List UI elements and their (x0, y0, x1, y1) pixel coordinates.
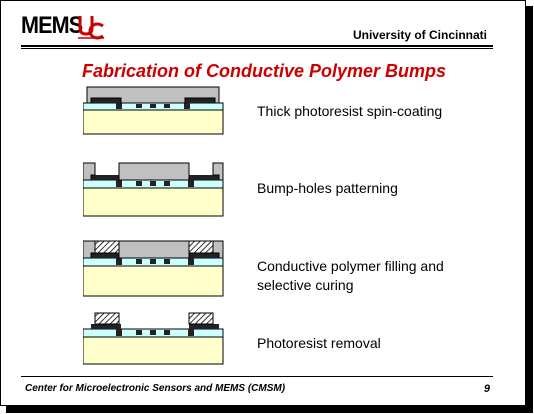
header-rule (21, 45, 493, 47)
uc-logo-icon (77, 14, 105, 47)
header-rule-thin (21, 48, 493, 49)
slide-title: Fabrication of Conductive Polymer Bumps (81, 61, 447, 81)
slide: MEMS University of Cincinnati Fabricatio… (0, 0, 526, 406)
step-4-diagram (83, 312, 224, 365)
step-3-diagram (83, 240, 224, 297)
step-4-label: Photoresist removal (257, 335, 381, 351)
step-2-label: Bump-holes patterning (257, 180, 398, 196)
step-3-label: Conductive polymer filling and selective… (257, 258, 444, 293)
page-number: 9 (483, 383, 490, 395)
step-2-diagram (83, 162, 224, 217)
university-name: University of Cincinnati (352, 28, 487, 42)
step-1-diagram (83, 86, 224, 135)
slide-shadow-right (526, 6, 533, 413)
mems-logo: MEMS (21, 12, 83, 39)
footer-center-name: Center for Microelectronic Sensors and M… (25, 383, 286, 394)
slide-shadow-bottom (6, 406, 533, 413)
footer-rule (21, 376, 493, 377)
step-1-label: Thick photoresist spin-coating (257, 103, 443, 119)
